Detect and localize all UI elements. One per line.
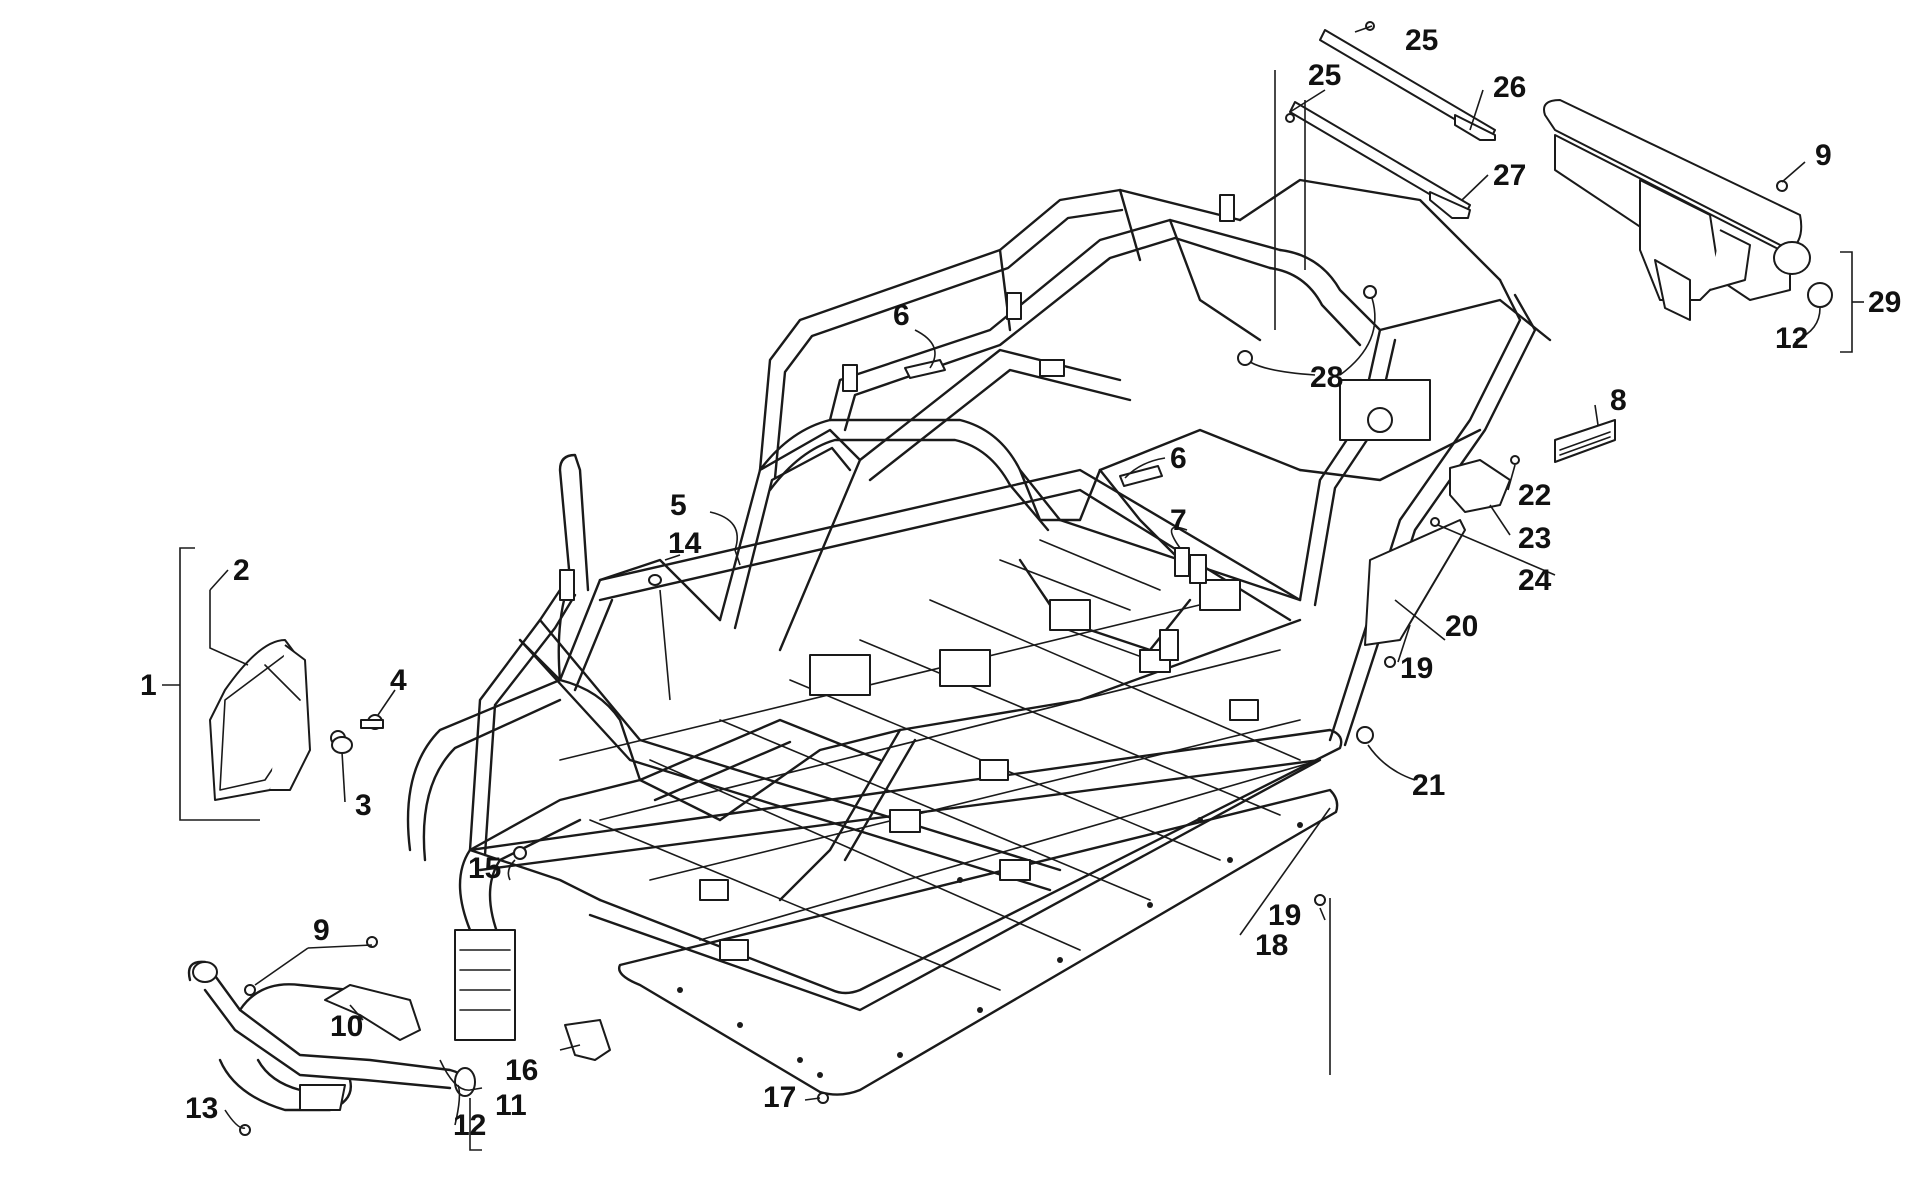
callout-labels: 1 2 3 4 5 6 6 7 8 9 9 10 11 12 12 13 14 … — [140, 24, 1901, 1142]
misc-parts — [513, 285, 1616, 1104]
callout-15: 15 — [468, 852, 501, 885]
main-frame — [406, 178, 1552, 1041]
roof-rails — [1274, 21, 1496, 330]
callout-2: 2 — [233, 554, 250, 587]
callout-24: 24 — [1518, 564, 1552, 597]
callout-6a: 6 — [893, 299, 910, 332]
callout-19a: 19 — [1400, 652, 1433, 685]
callout-19b: 19 — [1268, 899, 1301, 932]
callout-22: 22 — [1518, 479, 1551, 512]
callout-25a: 25 — [1405, 24, 1438, 57]
callout-28: 28 — [1310, 361, 1343, 394]
callout-6b: 6 — [1170, 442, 1187, 475]
callout-13: 13 — [185, 1092, 218, 1125]
callout-11: 11 — [495, 1089, 527, 1122]
callout-29: 29 — [1868, 286, 1901, 319]
callout-23: 23 — [1518, 522, 1551, 555]
callout-8: 8 — [1610, 384, 1627, 417]
callout-12b: 12 — [453, 1109, 486, 1142]
headlight-assembly — [162, 547, 384, 821]
callout-9b: 9 — [313, 914, 330, 947]
callout-1: 1 — [140, 669, 157, 702]
callout-14: 14 — [668, 527, 702, 560]
callout-12a: 12 — [1775, 322, 1808, 355]
rear-bumper — [1543, 99, 1864, 353]
callout-21: 21 — [1412, 769, 1445, 802]
callout-4: 4 — [390, 664, 407, 697]
callout-25b: 25 — [1308, 59, 1341, 92]
callout-5: 5 — [670, 489, 687, 522]
callout-10: 10 — [330, 1010, 363, 1043]
callout-18: 18 — [1255, 929, 1288, 962]
callout-7: 7 — [1170, 504, 1187, 537]
skid-plate — [618, 788, 1339, 1096]
callout-17: 17 — [763, 1081, 796, 1114]
callout-3: 3 — [355, 789, 372, 822]
callout-9a: 9 — [1815, 139, 1832, 172]
callout-20: 20 — [1445, 610, 1478, 643]
callout-27: 27 — [1493, 159, 1526, 192]
leader-lines — [209, 89, 1821, 1151]
callout-16: 16 — [505, 1054, 538, 1087]
callout-26: 26 — [1493, 71, 1526, 104]
